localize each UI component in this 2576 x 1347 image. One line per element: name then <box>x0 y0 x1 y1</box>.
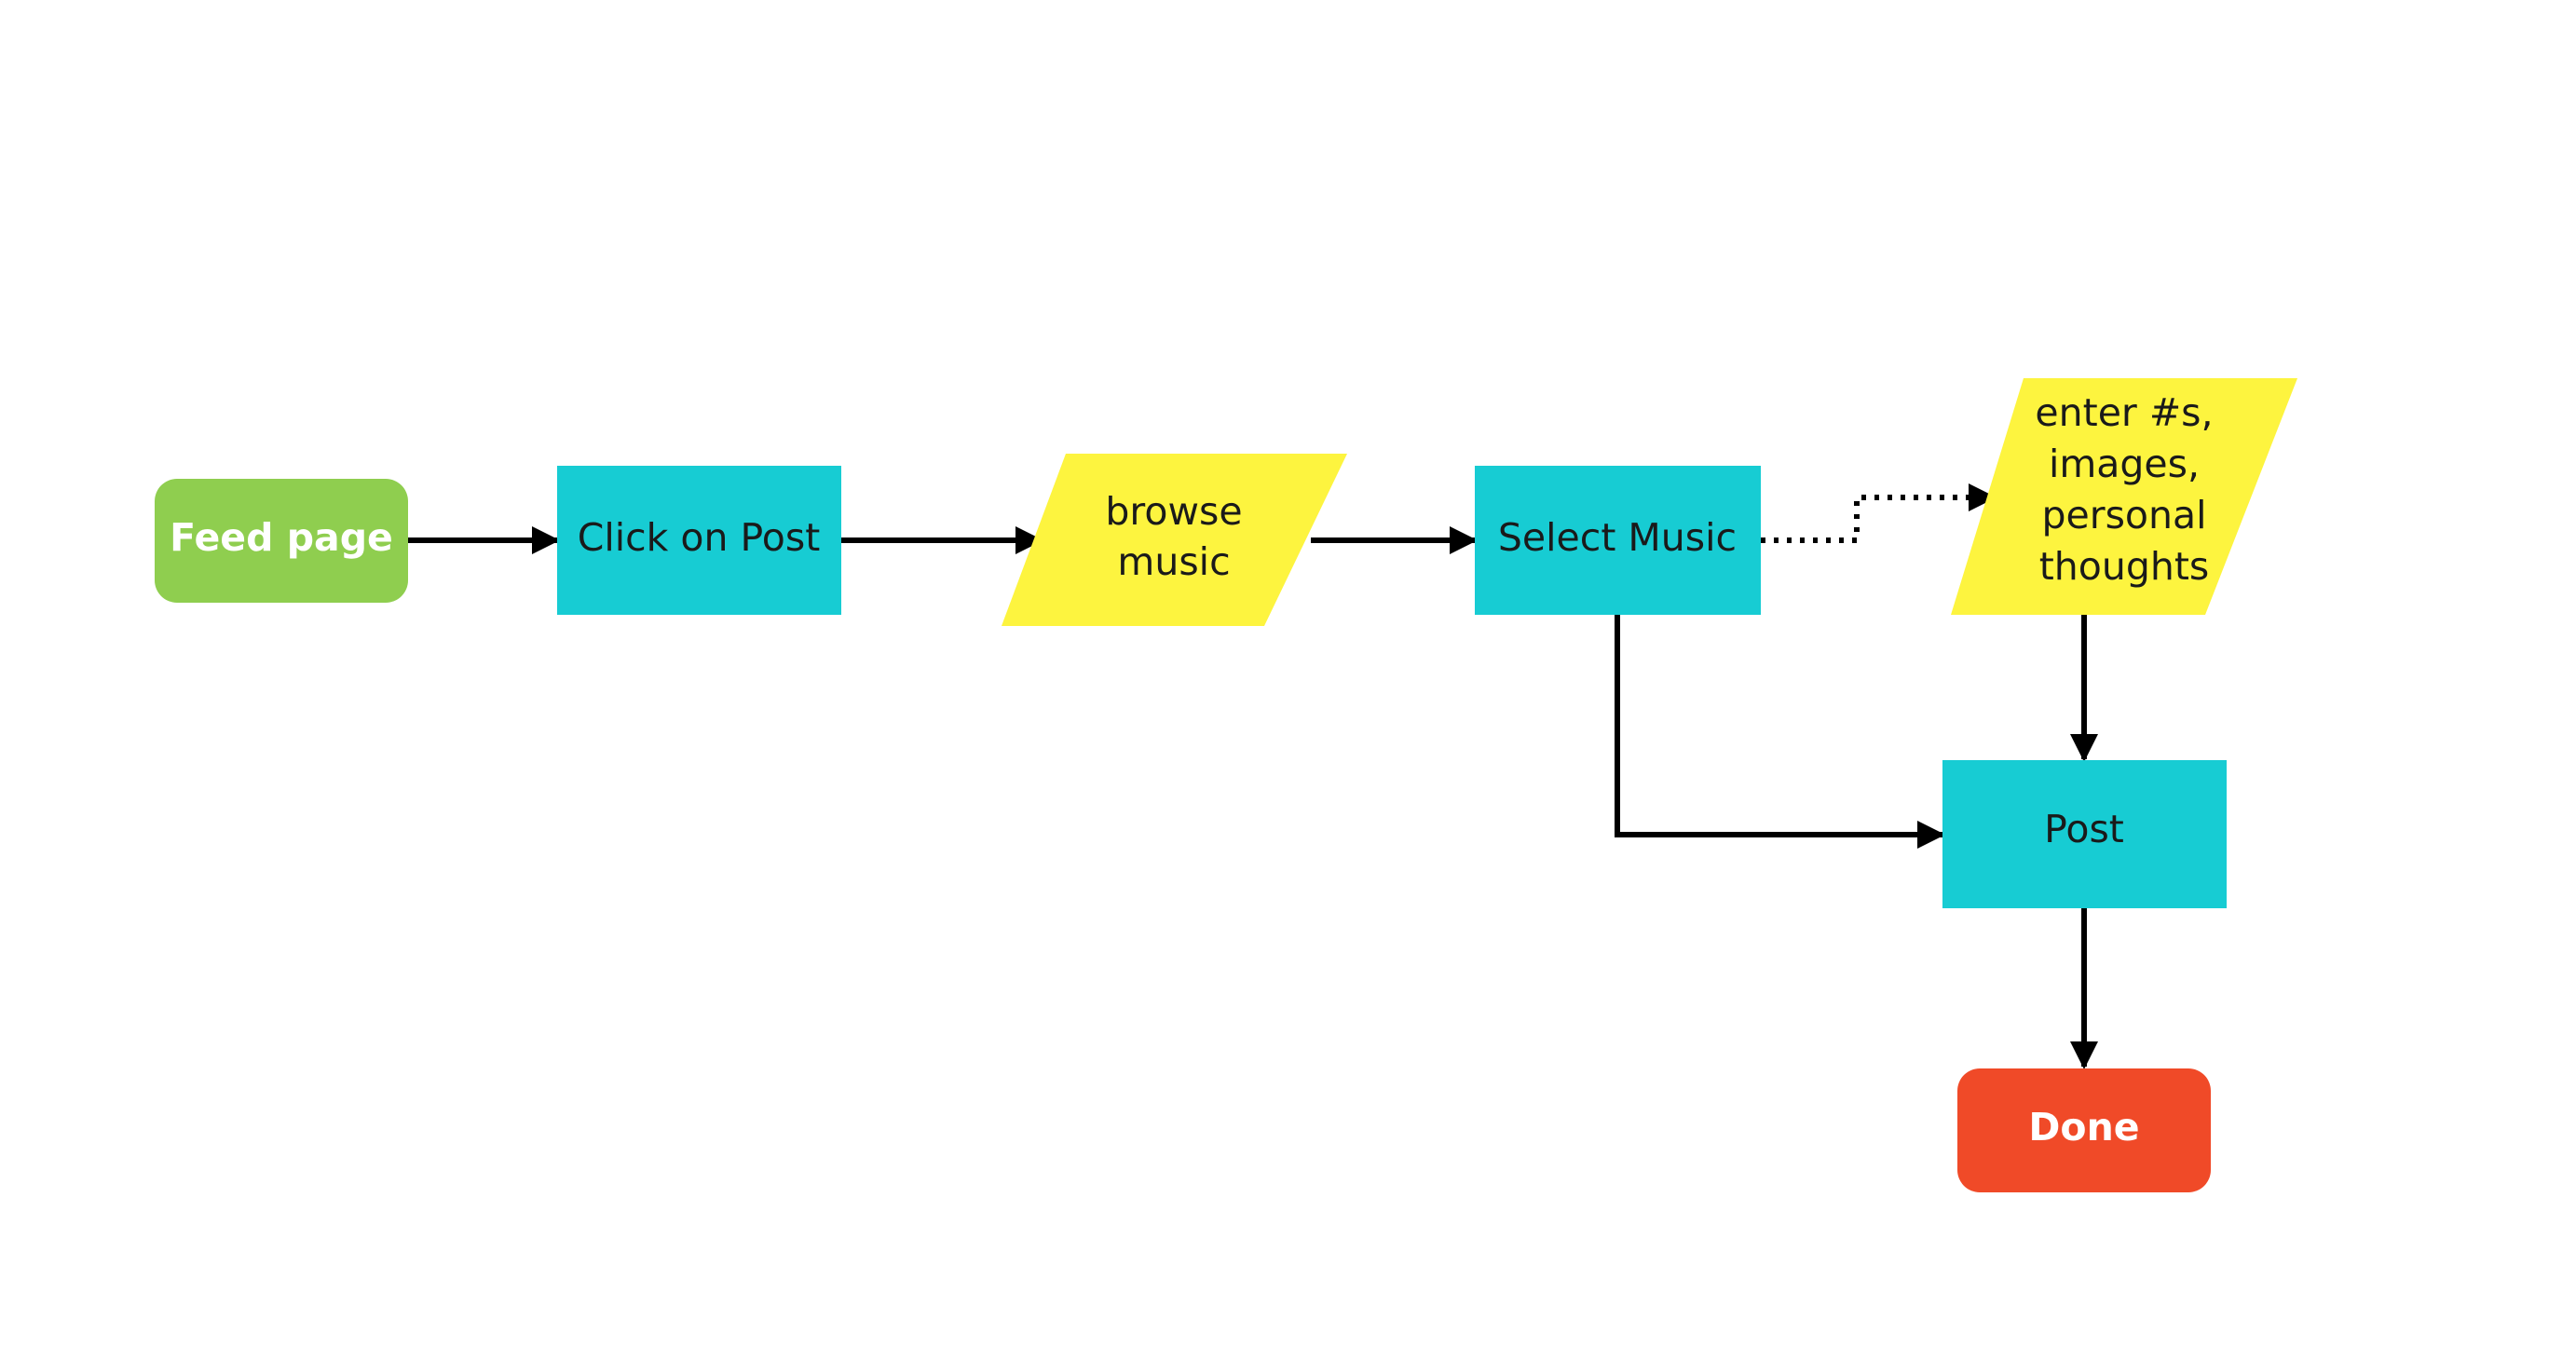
node-label-enter-details-3: personal <box>2041 493 2206 537</box>
edges <box>408 483 2098 1069</box>
label-line: thoughts <box>2039 544 2210 589</box>
node-click-on-post: Click on Post <box>557 466 841 615</box>
node-browse-music: browse music <box>1002 454 1347 626</box>
label-line: Feed page <box>170 515 393 560</box>
node-post: Post <box>1942 760 2227 908</box>
node-label-done: Done <box>2028 1105 2139 1150</box>
label-line: images, <box>2049 442 2200 486</box>
node-label-click-on-post: Click on Post <box>578 515 821 560</box>
label-line: music <box>1117 539 1230 584</box>
label-line: enter #s, <box>2035 390 2213 435</box>
edge-select-music-to-enter-details <box>1761 483 1997 543</box>
label-line: Done <box>2028 1105 2139 1150</box>
node-label-enter-details-1: enter #s, <box>2035 390 2213 435</box>
label-line: Click on Post <box>578 515 821 560</box>
process-shape <box>1475 466 1761 615</box>
process-shape <box>557 466 841 615</box>
node-label-enter-details-4: thoughts <box>2039 544 2210 589</box>
node-enter-details: enter #s, images, personal thoughts <box>1951 378 2297 615</box>
label-line: Select Music <box>1498 515 1737 560</box>
node-label-feed-page: Feed page <box>170 515 393 560</box>
node-feed-page: Feed page <box>155 479 408 603</box>
node-select-music: Select Music <box>1475 466 1761 615</box>
label-line: browse <box>1105 489 1242 534</box>
node-label-post: Post <box>2044 807 2124 851</box>
end-terminal-shape <box>1957 1068 2211 1192</box>
input-parallelogram-shape <box>1951 378 2297 615</box>
label-line: personal <box>2041 493 2206 537</box>
edge-select-music-to-post <box>1615 615 1945 849</box>
nodes: Feed page Click on Post browse music Sel… <box>155 378 2297 1192</box>
label-line: Post <box>2044 807 2124 851</box>
start-terminal-shape <box>155 479 408 603</box>
node-label-browse-music: browse <box>1105 489 1242 534</box>
node-label-browse-music-line-2: music <box>1117 539 1230 584</box>
input-parallelogram-shape <box>1002 454 1347 626</box>
node-done: Done <box>1957 1068 2211 1192</box>
process-shape <box>1942 760 2227 908</box>
node-label-enter-details-2: images, <box>2049 442 2200 486</box>
node-label-select-music: Select Music <box>1498 515 1737 560</box>
